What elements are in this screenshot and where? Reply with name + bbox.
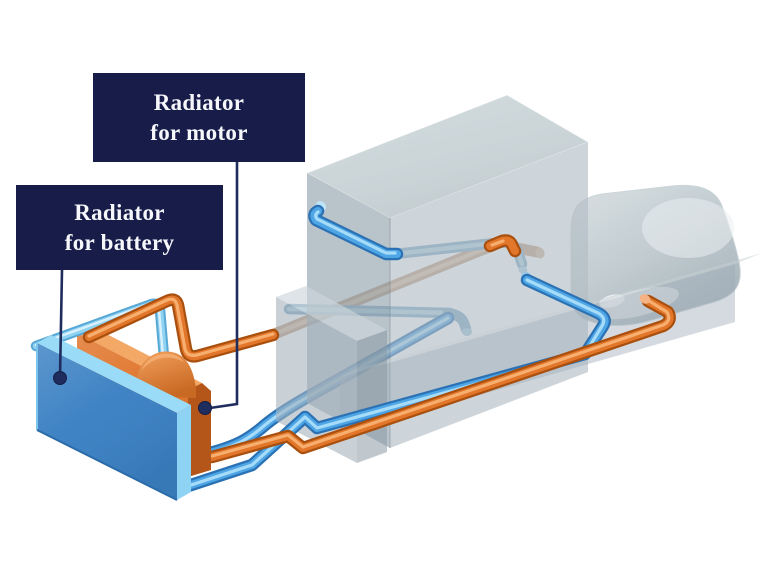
label-motor-line2: for motor bbox=[150, 119, 248, 145]
pipe-end-cap bbox=[639, 294, 651, 304]
orange-pipe-exit-elbow bbox=[483, 234, 522, 258]
leader-line-motor bbox=[198, 162, 239, 415]
label-radiator-for-battery: Radiator for battery bbox=[16, 185, 223, 270]
label-battery-line2: for battery bbox=[64, 229, 175, 255]
blue-pipe-bottom-loop bbox=[179, 272, 611, 493]
battery-radiator bbox=[36, 335, 191, 501]
orange-pipe-bottom-loop bbox=[205, 294, 676, 464]
label-radiator-for-motor: Radiator for motor bbox=[93, 73, 305, 162]
label-motor-line1: Radiator bbox=[153, 89, 245, 115]
leader-line-battery bbox=[53, 269, 67, 385]
orange-pipe-radiator-hump bbox=[82, 293, 280, 363]
motor-housing bbox=[570, 184, 741, 326]
callout-dot-battery bbox=[53, 371, 67, 385]
blue-pipe-battery-top bbox=[308, 201, 404, 261]
callout-dot-motor bbox=[198, 401, 212, 415]
label-battery-line1: Radiator bbox=[74, 199, 165, 225]
